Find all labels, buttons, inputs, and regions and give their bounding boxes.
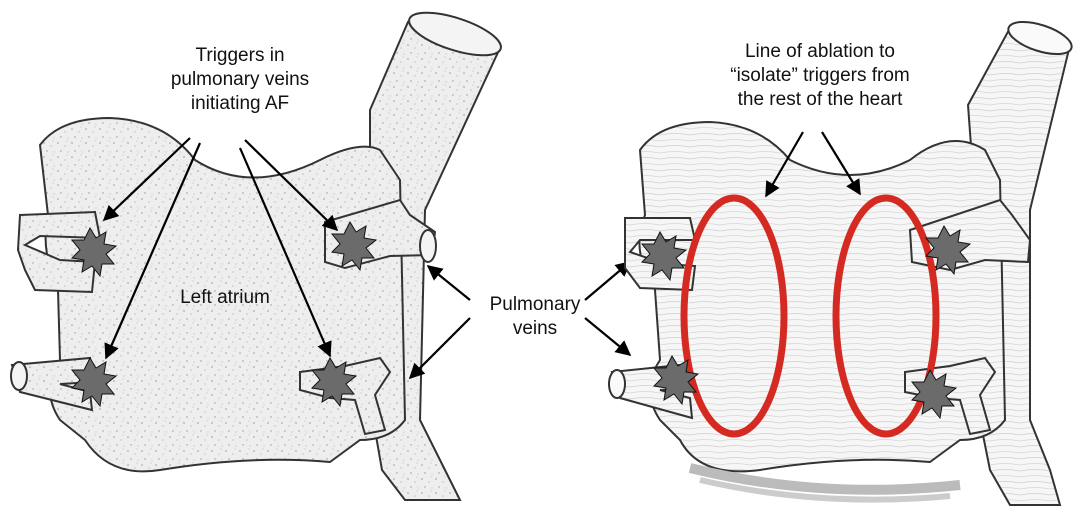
pulmonary-veins-label-line-1: Pulmonary	[465, 293, 605, 317]
ablation-label-line-3: the rest of the heart	[705, 88, 935, 112]
triggers-label-line-3: initiating AF	[140, 92, 340, 116]
triggers-label-line-1: Triggers in	[140, 44, 340, 68]
ablation-label: Line of ablation to “isolate” triggers f…	[705, 40, 935, 112]
triggers-label-line-2: pulmonary veins	[140, 68, 340, 92]
left-atrium-label-text: Left atrium	[150, 286, 300, 310]
ablation-label-line-1: Line of ablation to	[705, 40, 935, 64]
pulmonary-veins-label: Pulmonary veins	[465, 293, 605, 341]
pulmonary-veins-label-line-2: veins	[465, 317, 605, 341]
triggers-label: Triggers in pulmonary veins initiating A…	[140, 44, 340, 116]
left-atrium-label: Left atrium	[150, 286, 300, 310]
ablation-label-line-2: “isolate” triggers from	[705, 64, 935, 88]
